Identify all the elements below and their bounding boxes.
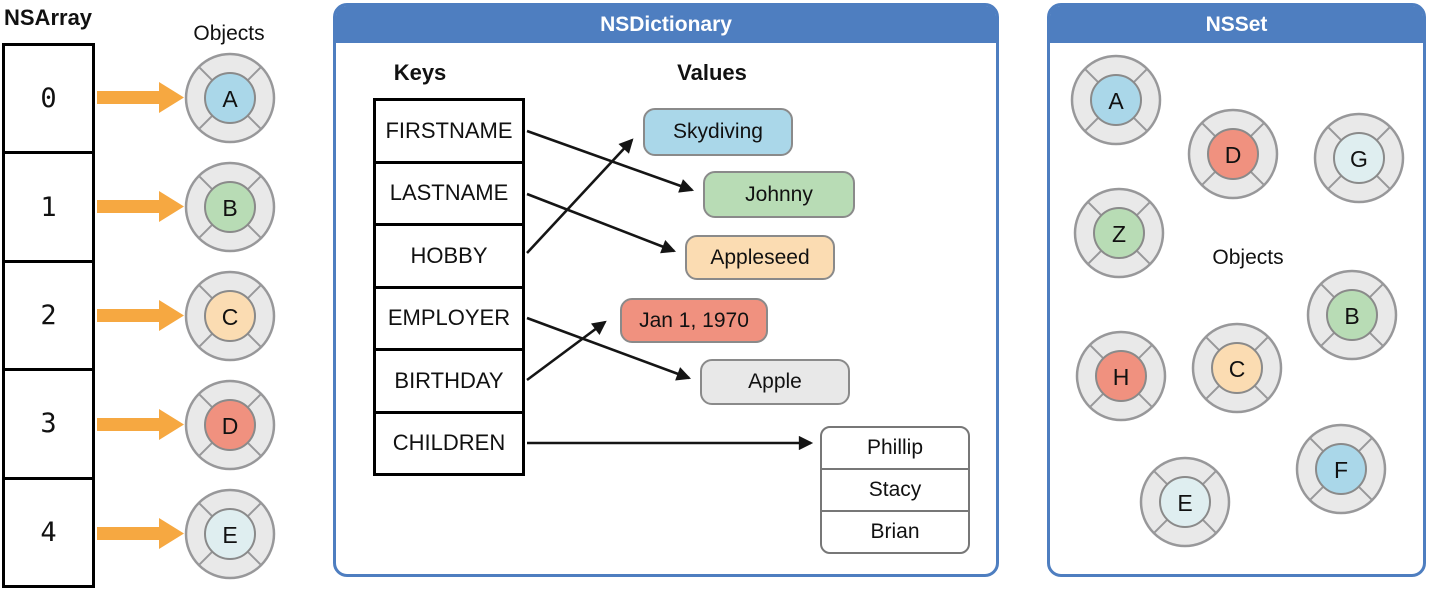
children-row-phillip: Phillip — [866, 436, 924, 459]
index-cell-1: 1 — [5, 154, 92, 263]
nsarray-pointer-arrow-4 — [97, 518, 184, 549]
index-cell-0: 0 — [5, 46, 92, 155]
token-letter: A — [222, 86, 238, 112]
nsarray-title: NSArray — [4, 5, 93, 30]
index-cell-3: 3 — [5, 371, 92, 480]
token-letter: E — [222, 522, 237, 548]
key-cell-lastname: LASTNAME — [376, 164, 522, 226]
token-letter: D — [222, 413, 239, 439]
nsset-object-token-G: G — [1313, 112, 1405, 204]
token-letter: C — [1229, 356, 1246, 382]
value-pill-skydiving: Skydiving — [643, 108, 793, 156]
nsset-object-token-F: F — [1295, 423, 1387, 515]
value-pill-appleseed: Appleseed — [685, 235, 835, 280]
keys-heading: Keys — [393, 60, 447, 85]
nsset-objects-label: Objects — [1212, 246, 1284, 269]
index-cell-4: 4 — [40, 516, 57, 548]
mapping-arrow-lastname — [526, 192, 676, 254]
nsarray-objects-label: Objects — [193, 22, 265, 45]
children-row-stacy: Stacy — [822, 468, 968, 510]
nsset-object-token-E: E — [1139, 456, 1231, 548]
children-row-brian: Brian — [822, 510, 968, 552]
nsarray-pointer-arrow-1 — [97, 191, 184, 222]
key-cell-firstname: FIRSTNAME — [376, 101, 522, 164]
mapping-arrow-firstname — [526, 129, 695, 193]
token-letter: H — [1113, 364, 1130, 390]
token-letter: B — [1344, 303, 1359, 329]
key-cell-children: CHILDREN — [392, 430, 506, 456]
nsarray-object-token-E: E — [184, 488, 276, 579]
nsarray-pointer-arrow-2 — [97, 300, 184, 331]
nsset-object-token-A: A — [1070, 54, 1162, 146]
token-letter: D — [1225, 142, 1242, 168]
value-pill-jan-1-1970: Jan 1, 1970 — [620, 298, 768, 343]
index-cell-2: 2 — [5, 263, 92, 372]
nsset-object-token-D: D — [1187, 108, 1279, 200]
value-pill-johnny: Johnny — [703, 171, 855, 218]
nsarray-object-token-D: D — [184, 379, 276, 470]
token-letter: C — [222, 304, 239, 330]
nsset-object-token-B: B — [1306, 269, 1398, 361]
nsarray-object-token-B: B — [184, 161, 276, 252]
nsarray-pointer-arrow-3 — [97, 409, 184, 440]
key-cell-birthday: BIRTHDAY — [376, 351, 522, 414]
key-cell-hobby: HOBBY — [376, 226, 522, 289]
nsarray-object-token-A: A — [184, 52, 276, 143]
value-pill-apple: Apple — [700, 359, 850, 405]
nsset-object-token-Z: Z — [1073, 187, 1165, 279]
mapping-arrow-hobby — [526, 138, 634, 254]
nsarray-pointer-arrow-0 — [97, 82, 184, 113]
values-heading: Values — [677, 60, 747, 85]
token-letter: G — [1350, 146, 1368, 172]
key-cell-employer: EMPLOYER — [376, 289, 522, 351]
mapping-arrow-employer — [526, 316, 692, 381]
token-letter: A — [1108, 88, 1124, 114]
token-letter: E — [1177, 490, 1192, 516]
nsset-object-token-C: C — [1191, 322, 1283, 414]
nsset-header: NSSet — [1050, 6, 1423, 43]
nsarray-object-token-C: C — [184, 270, 276, 361]
token-letter: F — [1334, 457, 1348, 483]
nsdictionary-header: NSDictionary — [336, 6, 996, 43]
nsset-object-token-H: H — [1075, 330, 1167, 422]
mapping-arrow-birthday — [526, 320, 607, 382]
token-letter: B — [222, 195, 237, 221]
token-letter: Z — [1112, 221, 1126, 247]
